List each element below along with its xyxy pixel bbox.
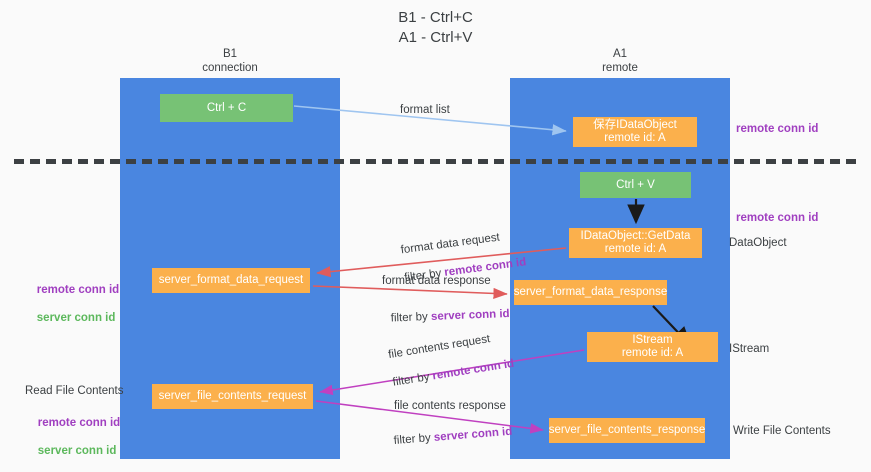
box-istream-remote[interactable]: IStream remote id: A [587,332,718,362]
label-left-remote-conn-id-2: remote conn id [37,417,121,429]
label-format-data-request-text: format data request [400,231,501,257]
lane-header-a1: A1 remote [602,48,638,74]
label-file-contents-response-filter-prefix: filter by [393,431,435,447]
label-format-list: format list [400,104,450,116]
label-write-file-contents: Write File Contents [733,425,831,437]
label-right-remote-conn-id-top: remote conn id [736,123,819,135]
label-file-contents-request-text: file contents request [387,333,492,362]
page-title: B1 - Ctrl+C A1 - Ctrl+V [398,9,473,46]
label-right-dataobject: DataObject [729,237,787,249]
box-ctrl-c[interactable]: Ctrl + C [160,94,293,122]
box-idataobject-getdata[interactable]: IDataObject::GetData remote id: A [569,228,702,258]
label-left-server-conn-id-2: server conn id [37,445,117,457]
label-left-remote-conn-id-1: remote conn id [36,284,120,296]
label-format-data-response: format data response [382,275,491,287]
label-file-contents-request-filter-prefix: filter by [391,370,434,389]
label-right-istream: IStream [729,343,770,355]
box-server-file-contents-request[interactable]: server_file_contents_request [152,384,313,409]
label-left-server-conn-id-1: server conn id [36,312,116,324]
label-file-contents-response-filter: filter by server conn id [379,411,514,463]
label-format-data-response-filter-prefix: filter by [390,310,432,325]
box-server-format-data-response[interactable]: server_format_data_response [514,280,667,305]
label-file-contents-response: file contents response [394,400,506,412]
box-idataobject-remote[interactable]: 保存IDataObject remote id: A [573,117,697,147]
box-server-file-contents-response[interactable]: server_file_contents_response [549,418,705,443]
label-file-contents-response-filter-value: server conn id [433,425,513,444]
label-left-conn-ids-file: remote conn id server conn id [25,402,120,472]
box-ctrl-v[interactable]: Ctrl + V [580,172,691,198]
label-left-conn-ids-format: remote conn id server conn id [24,269,119,339]
label-read-file-contents: Read File Contents [25,385,124,397]
phase-divider [14,159,857,164]
label-file-contents-request-filter-value: remote conn id [431,357,515,383]
box-server-format-data-request[interactable]: server_format_data_request [152,268,310,293]
lane-header-b1: B1 connection [202,48,258,74]
label-right-remote-conn-id-mid: remote conn id [736,212,819,224]
